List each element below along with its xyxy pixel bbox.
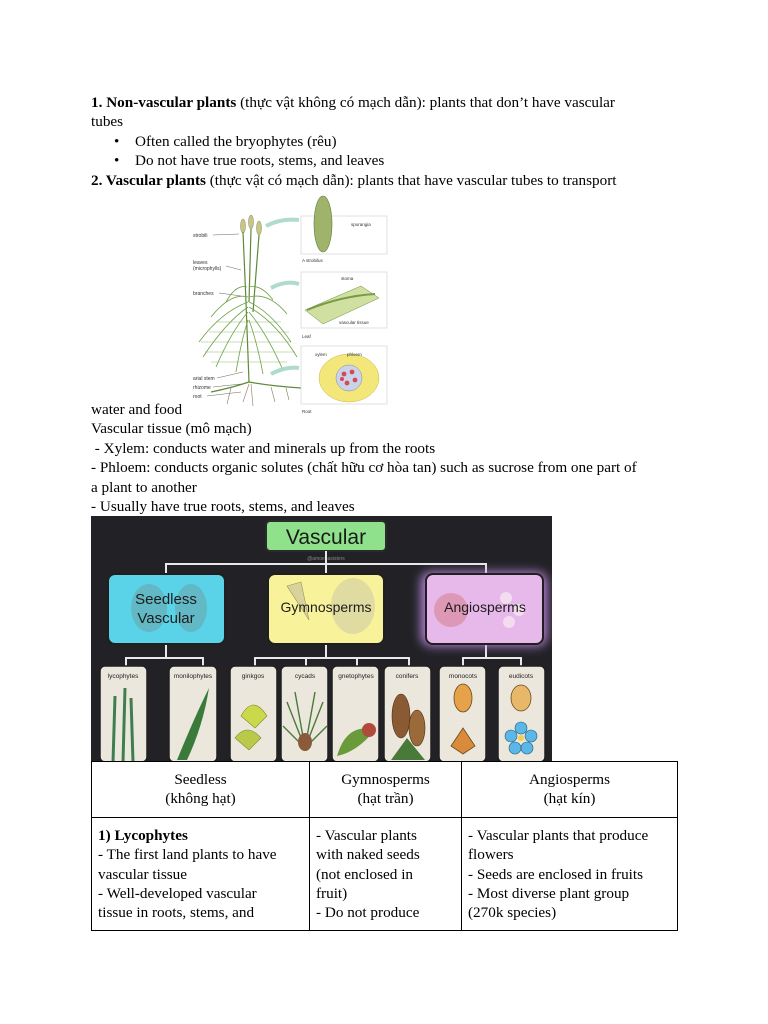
svg-text:monocots: monocots [449, 673, 478, 680]
card-gnetophytes: gnetophytes [331, 665, 380, 762]
document-text-middle: water and food Vascular tissue (mô mạch)… [91, 400, 681, 516]
lycophytes-title: 1) Lycophytes [98, 826, 188, 844]
cell-seedless: 1) Lycophytes - The first land plants to… [91, 816, 310, 931]
header-seedless: Seedless(không hạt) [91, 761, 310, 818]
svg-text:Leaf: Leaf [302, 334, 312, 339]
vascular-classification-infographic: Vascular @amoebasisters Seedless Vascula… [91, 516, 552, 762]
text-line: - Xylem: conducts water and minerals up … [91, 439, 436, 457]
svg-text:lycophytes: lycophytes [108, 673, 139, 680]
svg-text:strobili: strobili [193, 233, 207, 239]
svg-text:rhizome: rhizome [193, 385, 211, 391]
card-lycophytes: lycophytes [99, 665, 148, 762]
category-cards: lycophytes monilophytes ginkgos cycads g… [99, 665, 546, 762]
angiosperms-box [425, 573, 544, 645]
svg-text:phloem: phloem [347, 352, 362, 357]
card-conifers: conifers [383, 665, 432, 762]
table-header-row: Seedless(không hạt) Gymnosperms(hạt trần… [91, 761, 678, 818]
svg-text:arial stem: arial stem [193, 376, 215, 382]
svg-text:Vascular: Vascular [137, 610, 194, 627]
card-eudicots: eudicots [497, 665, 546, 762]
svg-text:sporangia: sporangia [351, 222, 371, 227]
section2-continuation: water and food [91, 401, 183, 418]
card-monocots: monocots [438, 665, 487, 762]
text-line: Vascular tissue (mô mạch) [91, 420, 252, 438]
svg-text:monilophytes: monilophytes [174, 673, 213, 680]
plant-illustration: strobili leaves (microphylls) branches a… [193, 195, 388, 414]
infographic-title: Vascular [286, 526, 366, 549]
svg-text:Angiosperms: Angiosperms [444, 599, 526, 615]
svg-text:vascular tissue: vascular tissue [339, 320, 369, 325]
section1-heading: 1. Non-vascular plants (thực vật không c… [91, 94, 615, 131]
card-ginkgos: ginkgos [229, 665, 278, 762]
header-angiosperms: Angiosperms(hạt kín) [461, 761, 678, 818]
cell-angiosperms: - Vascular plants that produce flowers -… [461, 816, 678, 931]
svg-text:stoma: stoma [341, 276, 354, 281]
svg-text:leaves: leaves [193, 260, 208, 266]
list-item: •Often called the bryophytes (rêu) [114, 132, 337, 150]
text-line: a plant to another [91, 478, 197, 496]
vascular-plant-diagram: strobili leaves (microphylls) branches a… [191, 192, 391, 416]
svg-text:xylem: xylem [315, 352, 327, 357]
card-cycads: cycads [280, 665, 329, 762]
section1-title: 1. Non-vascular plants [91, 94, 237, 111]
svg-text:Gymnosperms: Gymnosperms [280, 599, 371, 615]
svg-text:Seedless: Seedless [135, 591, 197, 608]
svg-text:Root: Root [302, 409, 312, 414]
section1-bullet-list: •Often called the bryophytes (rêu) •Do n… [91, 132, 681, 171]
svg-text:branches: branches [193, 291, 214, 297]
svg-text:cycads: cycads [295, 673, 316, 680]
svg-text:conifers: conifers [396, 673, 420, 680]
list-item: •Do not have true roots, stems, and leav… [114, 152, 385, 170]
header-gymnosperms: Gymnosperms(hạt trần) [309, 761, 462, 818]
svg-text:A strobilus: A strobilus [302, 258, 324, 263]
svg-text:ginkgos: ginkgos [242, 673, 265, 680]
document-text-top: 1. Non-vascular plants (thực vật không c… [91, 93, 681, 190]
text-line: - Usually have true roots, stems, and le… [91, 498, 355, 516]
comparison-table: Seedless(không hạt) Gymnosperms(hạt trần… [91, 761, 678, 931]
svg-text:eudicots: eudicots [509, 673, 534, 680]
card-monilophytes: monilophytes [168, 665, 218, 762]
svg-text:(microphylls): (microphylls) [193, 266, 222, 272]
section2-title: 2. Vascular plants [91, 171, 206, 189]
text-line: - Phloem: conducts organic solutes (chất… [91, 459, 637, 477]
table-row: 1) Lycophytes - The first land plants to… [91, 816, 678, 931]
cell-gymnosperms: - Vascular plants with naked seeds (not … [309, 816, 462, 931]
svg-text:root: root [193, 394, 202, 400]
section2-heading: 2. Vascular plants (thực vật có mạch dẫn… [91, 171, 617, 189]
svg-text:gnetophytes: gnetophytes [338, 673, 374, 680]
